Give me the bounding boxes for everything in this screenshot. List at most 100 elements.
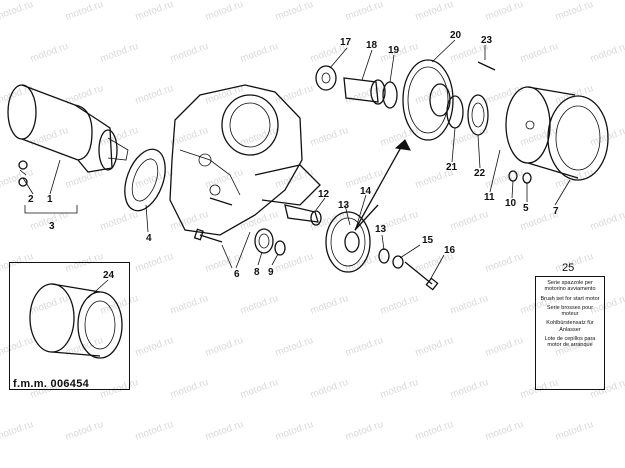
watermark-text: motod.ru bbox=[414, 419, 455, 443]
watermark-text: motod.ru bbox=[134, 335, 175, 359]
assembly-arrow bbox=[354, 139, 411, 231]
inset-flywheel-drawing bbox=[29, 283, 123, 359]
watermark-text: motod.ru bbox=[344, 335, 385, 359]
watermark-text: motod.ru bbox=[344, 0, 385, 23]
watermark-text: motod.ru bbox=[274, 167, 315, 191]
watermark-text: motod.ru bbox=[169, 41, 210, 65]
callout-3: 3 bbox=[49, 221, 55, 232]
watermark-text: motod.ru bbox=[239, 377, 280, 401]
callout-17: 17 bbox=[340, 37, 352, 48]
pinion-gear-drawing bbox=[254, 228, 286, 256]
callout-10: 10 bbox=[505, 198, 517, 209]
shaft-drawing bbox=[284, 204, 322, 226]
watermark-text: motod.ru bbox=[484, 0, 525, 23]
kit-callout-25: 25 bbox=[562, 262, 575, 274]
callout-13a: 13 bbox=[338, 200, 350, 211]
watermark-text: motod.ru bbox=[589, 209, 625, 233]
watermark-text: motod.ru bbox=[449, 209, 490, 233]
watermark-text: motod.ru bbox=[169, 293, 210, 317]
watermark-text: motod.ru bbox=[239, 41, 280, 65]
leader-lines bbox=[22, 39, 571, 299]
watermark-text: motod.ru bbox=[309, 125, 350, 149]
watermark-text: motod.ru bbox=[484, 335, 525, 359]
callout-22: 22 bbox=[474, 168, 486, 179]
callout-12: 12 bbox=[318, 189, 330, 200]
callout-16: 16 bbox=[444, 245, 456, 256]
watermark-text: motod.ru bbox=[449, 293, 490, 317]
watermark-text: motod.ru bbox=[99, 41, 140, 65]
watermark-text: motod.ru bbox=[0, 419, 35, 443]
callout-8: 8 bbox=[254, 267, 260, 278]
starter-motor-drawing bbox=[7, 84, 129, 187]
callout-4: 4 bbox=[146, 233, 152, 244]
watermark-text: motod.ru bbox=[554, 0, 595, 23]
watermark-text: motod.ru bbox=[274, 0, 315, 23]
watermark-text: motod.ru bbox=[274, 83, 315, 107]
callout-5: 5 bbox=[523, 203, 529, 214]
callout-2: 2 bbox=[28, 194, 34, 205]
watermark-text: motod.ru bbox=[484, 419, 525, 443]
idler-gear-drawing bbox=[325, 204, 379, 273]
watermark-text: motod.ru bbox=[484, 167, 525, 191]
watermark-text: motod.ru bbox=[29, 41, 70, 65]
watermark-text: motod.ru bbox=[589, 41, 625, 65]
callout-18: 18 bbox=[366, 40, 378, 51]
callout-9: 9 bbox=[268, 267, 274, 278]
watermark-text: motod.ru bbox=[414, 0, 455, 23]
watermark-text: motod.ru bbox=[204, 419, 245, 443]
callout-19: 19 bbox=[388, 45, 400, 56]
callout-21: 21 bbox=[446, 162, 458, 173]
watermark-text: motod.ru bbox=[379, 377, 420, 401]
watermark-text: motod.ru bbox=[554, 251, 595, 275]
watermark-text: motod.ru bbox=[379, 293, 420, 317]
watermark-text: motod.ru bbox=[204, 0, 245, 23]
watermark-text: motod.ru bbox=[134, 0, 175, 23]
kit-text-en: Brush set for start motor bbox=[540, 295, 600, 302]
watermark-text: motod.ru bbox=[64, 419, 105, 443]
watermark-text: motod.ru bbox=[169, 209, 210, 233]
watermark-text: motod.ru bbox=[204, 335, 245, 359]
watermark-text: motod.ru bbox=[309, 377, 350, 401]
callout-23: 23 bbox=[481, 35, 493, 46]
brush-kit-legend: Serie spazzole per motorino avviamento B… bbox=[535, 276, 605, 390]
watermark-text: motod.ru bbox=[274, 335, 315, 359]
watermark-text: motod.ru bbox=[64, 0, 105, 23]
watermark-text: motod.ru bbox=[99, 209, 140, 233]
watermark-text: motod.ru bbox=[239, 293, 280, 317]
bolts-drawing bbox=[193, 197, 233, 243]
watermark-text: motod.ru bbox=[379, 41, 420, 65]
starter-gear-drawing bbox=[402, 59, 454, 141]
watermark-text: motod.ru bbox=[344, 419, 385, 443]
watermark-text: motod.ru bbox=[519, 125, 560, 149]
callout-1: 1 bbox=[47, 194, 53, 205]
callout-15: 15 bbox=[422, 235, 434, 246]
watermark-text: motod.ru bbox=[519, 41, 560, 65]
watermark-text: motod.ru bbox=[274, 419, 315, 443]
watermark-text: motod.ru bbox=[134, 419, 175, 443]
watermark-text: motod.ru bbox=[484, 251, 525, 275]
watermark-text: motod.ru bbox=[239, 125, 280, 149]
watermark-text: motod.ru bbox=[414, 335, 455, 359]
watermark-text: motod.ru bbox=[29, 125, 70, 149]
housing-cover-drawing bbox=[169, 84, 321, 236]
callout-13b: 13 bbox=[375, 224, 387, 235]
callout-14: 14 bbox=[360, 186, 372, 197]
gasket-drawing bbox=[124, 148, 166, 212]
kit-text-de: Kohlbürstensatz für Anlasser bbox=[546, 320, 594, 333]
watermark-text: motod.ru bbox=[624, 0, 625, 23]
callout-11: 11 bbox=[484, 192, 495, 203]
callout-6: 6 bbox=[234, 269, 240, 280]
watermark-text: motod.ru bbox=[134, 251, 175, 275]
watermark-text: motod.ru bbox=[134, 83, 175, 107]
watermark-text: motod.ru bbox=[134, 167, 175, 191]
watermark-text: motod.ru bbox=[449, 377, 490, 401]
callout-20: 20 bbox=[450, 30, 462, 41]
watermark-text: motod.ru bbox=[0, 167, 35, 191]
inset-detail-box bbox=[9, 262, 130, 390]
kit-text-es: Lote de cepillos para motor de arranque bbox=[544, 336, 596, 349]
flywheel-drawing bbox=[505, 86, 609, 181]
callout-24: 24 bbox=[103, 270, 115, 281]
watermark-text: motod.ru bbox=[484, 83, 525, 107]
watermark-text: motod.ru bbox=[169, 377, 210, 401]
